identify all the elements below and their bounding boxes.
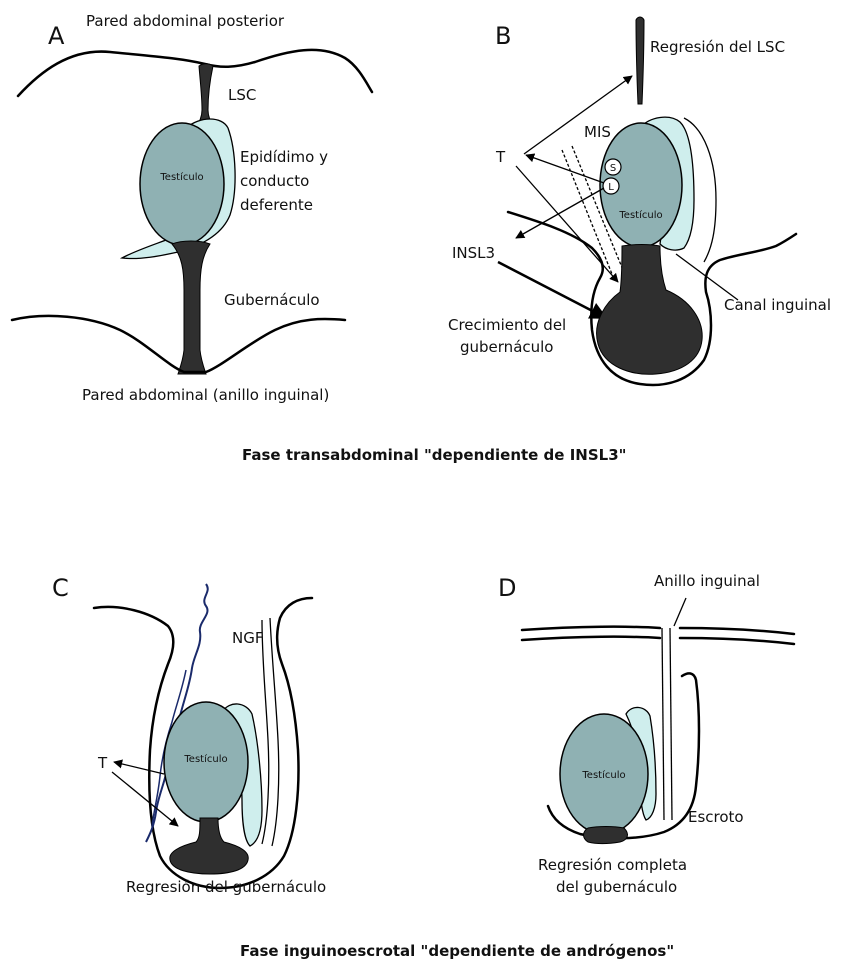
posterior-abdominal-wall: [18, 50, 372, 96]
spermatic-cord-d-2: [670, 628, 672, 820]
lsc-regression-label: Regresión del LSC: [650, 38, 785, 56]
testis-a: [140, 123, 224, 245]
phase-top-caption: Fase transabdominal "dependiente de INSL…: [242, 446, 626, 464]
mis-label: MIS: [584, 123, 611, 141]
panel-a: A Pared abdominal posterior LSC Testícul…: [12, 12, 372, 404]
abdominal-wall-d-upper: [522, 627, 794, 634]
growth-label-line2: gubernáculo: [460, 338, 553, 356]
gubernaculum-a: [172, 241, 210, 374]
ngf-label: NGF: [232, 629, 263, 647]
epididymis-label-line2: conducto: [240, 172, 309, 190]
spermatic-cord-d-1: [662, 628, 664, 820]
growth-label-line1: Crecimiento del: [448, 316, 566, 334]
vas-deferens-c: [262, 620, 269, 844]
t-label-b: T: [495, 148, 506, 166]
panel-a-letter: A: [48, 22, 65, 50]
abdominal-wall-a: [12, 316, 345, 372]
lsc-ligament: [196, 64, 214, 128]
panel-c: C Testículo NGF T Regresión del gubernác…: [52, 574, 326, 896]
growing-gubernaculum: [597, 245, 703, 375]
leydig-label: L: [608, 182, 614, 193]
testis-d-label: Testículo: [581, 769, 625, 781]
regressing-gubernaculum-c: [170, 818, 248, 874]
sertoli-label: S: [610, 163, 616, 174]
t-arrow-c-1: [114, 762, 164, 774]
remnant-gubernaculum-d: [584, 827, 628, 844]
epididymis-label-line3: deferente: [240, 196, 313, 214]
testis-a-label: Testículo: [159, 171, 203, 183]
posterior-abdominal-wall-label: Pared abdominal posterior: [86, 12, 285, 30]
regressing-lsc: [636, 17, 644, 104]
complete-regression-line1: Regresión completa: [538, 856, 687, 874]
abdominal-wall-d-lower: [522, 637, 794, 644]
panel-b: B Regresión del LSC Testículo S L MIS T …: [448, 17, 831, 385]
insl3-label: INSL3: [452, 244, 495, 262]
phase-bottom-caption: Fase inguinoescrotal "dependiente de and…: [240, 942, 674, 960]
inguinal-ring-leader: [674, 598, 686, 626]
panel-b-letter: B: [495, 22, 511, 50]
complete-regression-line2: del gubernáculo: [556, 878, 677, 896]
panel-d-letter: D: [498, 574, 516, 602]
t-label-c: T: [97, 754, 108, 772]
panel-d: D Anillo inguinal Testículo Escroto Regr…: [498, 572, 794, 896]
gub-regression-label: Regresión del gubernáculo: [126, 878, 326, 896]
testis-c-label: Testículo: [183, 753, 227, 765]
abdominal-wall-label: Pared abdominal (anillo inguinal): [82, 386, 329, 404]
epididymis-label-line1: Epidídimo y: [240, 148, 328, 166]
insl3-to-gubernaculum-arrow: [498, 262, 606, 318]
scrotum-label: Escroto: [688, 808, 744, 826]
panel-c-letter: C: [52, 574, 69, 602]
inguinal-canal-label: Canal inguinal: [724, 296, 831, 314]
inguinal-ring-label: Anillo inguinal: [654, 572, 760, 590]
lsc-label: LSC: [228, 86, 256, 104]
testis-b-label: Testículo: [618, 209, 662, 221]
leydig-to-t-arrow: [526, 155, 604, 183]
gubernaculum-label: Gubernáculo: [224, 291, 320, 309]
